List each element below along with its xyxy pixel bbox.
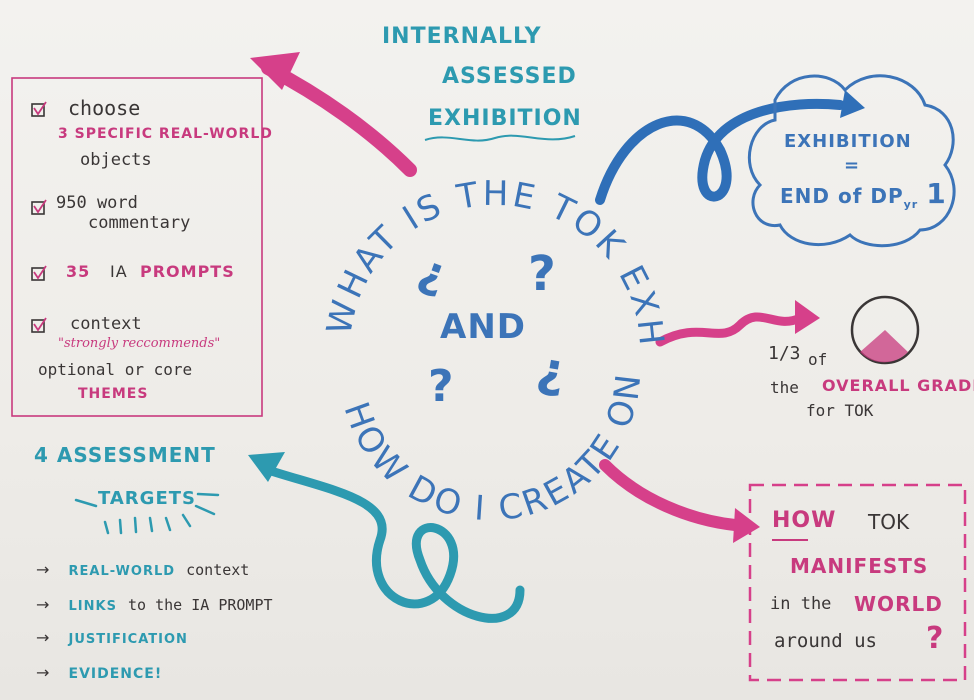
pie-outline — [850, 295, 920, 365]
header-line-3: EXHIBITION — [428, 106, 582, 131]
target-caps-3: JUSTIFICATION — [68, 632, 188, 647]
target-rest-1: context — [186, 561, 250, 579]
target-row-1: → REAL-WORLD context — [36, 560, 250, 579]
checkboxes — [31, 103, 45, 333]
manifests-world: WORLD — [854, 592, 943, 616]
teal-loop-arrow — [263, 465, 525, 623]
center-and: AND — [440, 307, 526, 347]
target-arrow-1: → — [36, 560, 50, 579]
center-arc-top-text: WHAT IS THE TOK EXHIBITION — [0, 0, 669, 350]
manifests-how: HOW — [772, 508, 837, 533]
cloud-line-1: EXHIBITION — [784, 131, 912, 152]
blue-arrow-head — [840, 90, 865, 118]
cloud-outline — [747, 74, 956, 248]
checklist-item4-b: "strongly reccommends" — [58, 336, 221, 351]
cloud-line-2: = — [844, 155, 861, 176]
checklist-item3-c: PROMPTS — [140, 262, 235, 281]
target-arrow-2: → — [36, 595, 50, 614]
target-caps-1: REAL-WORLD — [68, 564, 176, 579]
grade-of: of — [808, 350, 828, 369]
header-line-1: INTERNALLY — [382, 24, 542, 49]
manifests-tok: TOK — [868, 510, 910, 534]
checklist-item4-d: THEMES — [78, 386, 149, 402]
checklist-item1-b: 3 SPECIFIC REAL-WORLD — [58, 126, 273, 142]
grade-for: for TOK — [806, 401, 874, 420]
cloud-sub: yr — [903, 198, 919, 211]
manifests-around: around us — [774, 630, 877, 652]
pie-slice — [860, 330, 908, 363]
checklist-item3-a: 35 — [66, 262, 91, 281]
target-row-2: → LINKS to the IA PROMPT — [36, 595, 273, 614]
manifests-arrow — [599, 459, 741, 531]
manifests-in-the: in the — [770, 594, 832, 614]
checklist-box — [11, 77, 263, 417]
targets-subtitle: TARGETS — [98, 488, 196, 509]
targets-title: 4 ASSESSMENT — [34, 443, 216, 467]
question-mark-2: ? — [528, 246, 557, 302]
question-mark-3: ? — [428, 361, 455, 412]
checklist-item4-a: context — [70, 314, 142, 334]
center-arc-top: WHAT IS THE TOK EXHIBITION — [0, 0, 672, 350]
target-row-3: → JUSTIFICATION — [36, 628, 188, 647]
checklist-item1-a: choose — [68, 96, 141, 120]
header-line-2: ASSESSED — [442, 64, 577, 89]
checklist-item2-b: commentary — [88, 213, 191, 233]
target-caps-2: LINKS — [68, 599, 117, 614]
grade-the: the — [770, 378, 799, 397]
header-underline — [424, 134, 576, 142]
pink-squiggle-arrow — [655, 312, 805, 347]
blue-swirl-arrow — [595, 98, 845, 205]
cloud-line-3: END of DPyr 1 — [780, 177, 947, 211]
checklist-item4-c: optional or core — [38, 360, 193, 379]
checklist-item1-c: objects — [80, 150, 152, 170]
checklist-item3-b: IA — [110, 262, 128, 281]
cloud-end-text: END of DP — [780, 184, 904, 208]
manifests-box — [748, 483, 967, 682]
top-arrow — [261, 61, 417, 177]
targets-rays — [74, 492, 220, 535]
grade-fraction: 1/3 — [768, 343, 801, 364]
cloud-num: 1 — [926, 177, 947, 210]
target-rest-2: to the IA PROMPT — [128, 596, 273, 614]
target-arrow-3: → — [36, 628, 50, 647]
manifests-qmark: ? — [926, 621, 945, 656]
target-caps-4: EVIDENCE! — [68, 666, 163, 682]
teal-arrow-head — [248, 452, 285, 482]
manifests-manifests: MANIFESTS — [790, 554, 929, 578]
checkmarks — [33, 101, 47, 332]
target-row-4: → EVIDENCE! — [36, 663, 163, 682]
pink-squiggle-head — [795, 300, 820, 334]
grade-overall: OVERALL GRADE — [822, 376, 974, 395]
checklist-item2-a: 950 word — [56, 193, 138, 213]
manifests-arrow-head — [733, 508, 760, 543]
target-arrow-4: → — [36, 663, 50, 682]
top-arrow-head — [250, 52, 300, 90]
